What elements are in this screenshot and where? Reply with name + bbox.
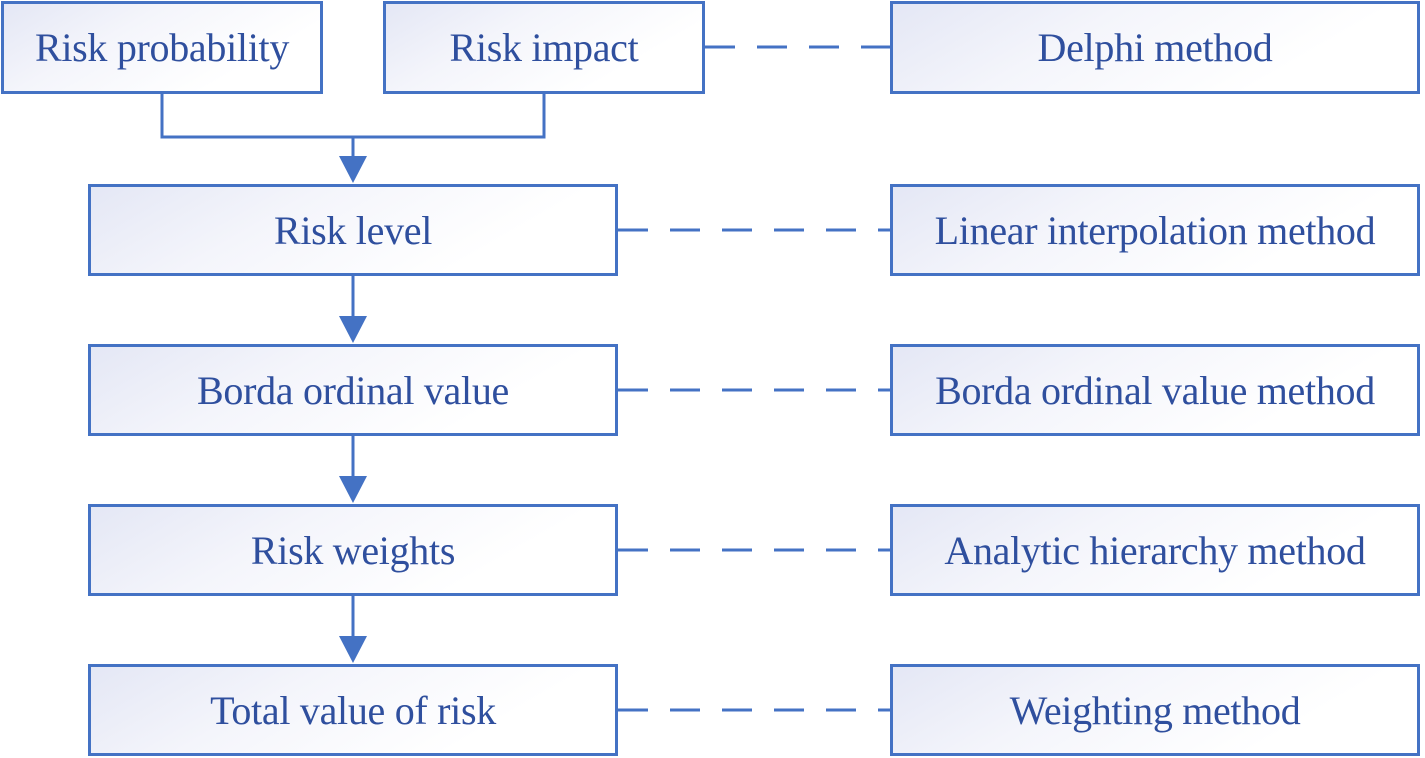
- delphi-method-label: Delphi method: [1037, 25, 1273, 70]
- risk-level-box: Risk level: [88, 184, 618, 276]
- borda-ordinal-value-box: Borda ordinal value: [88, 344, 618, 436]
- arrow-head-to-total: [339, 636, 367, 663]
- total-value-of-risk-label: Total value of risk: [210, 687, 496, 733]
- risk-probability-box: Risk probability: [1, 1, 323, 94]
- risk-weights-label: Risk weights: [250, 527, 456, 573]
- linear-interpolation-method-label: Linear interpolation method: [934, 207, 1376, 253]
- weighting-method-box: Weighting method: [890, 664, 1420, 756]
- analytic-hierarchy-method-box: Analytic hierarchy method: [890, 504, 1420, 596]
- risk-impact-label: Risk impact: [449, 25, 639, 70]
- borda-ordinal-value-label: Borda ordinal value: [197, 367, 509, 413]
- merge-connector: [160, 94, 546, 139]
- linear-interpolation-method-box: Linear interpolation method: [890, 184, 1420, 276]
- risk-weights-box: Risk weights: [88, 504, 618, 596]
- risk-level-label: Risk level: [273, 207, 433, 253]
- arrow-head-to-borda: [339, 316, 367, 343]
- borda-ordinal-value-method-label: Borda ordinal value method: [935, 367, 1375, 413]
- weighting-method-label: Weighting method: [1009, 687, 1301, 733]
- arrow-head-to-risk-level: [339, 156, 367, 183]
- borda-ordinal-value-method-box: Borda ordinal value method: [890, 344, 1420, 436]
- arrow-head-to-weights: [339, 476, 367, 503]
- risk-impact-box: Risk impact: [383, 1, 705, 94]
- risk-probability-label: Risk probability: [34, 25, 290, 70]
- analytic-hierarchy-method-label: Analytic hierarchy method: [944, 527, 1366, 573]
- delphi-method-box: Delphi method: [890, 1, 1420, 94]
- total-value-of-risk-box: Total value of risk: [88, 664, 618, 756]
